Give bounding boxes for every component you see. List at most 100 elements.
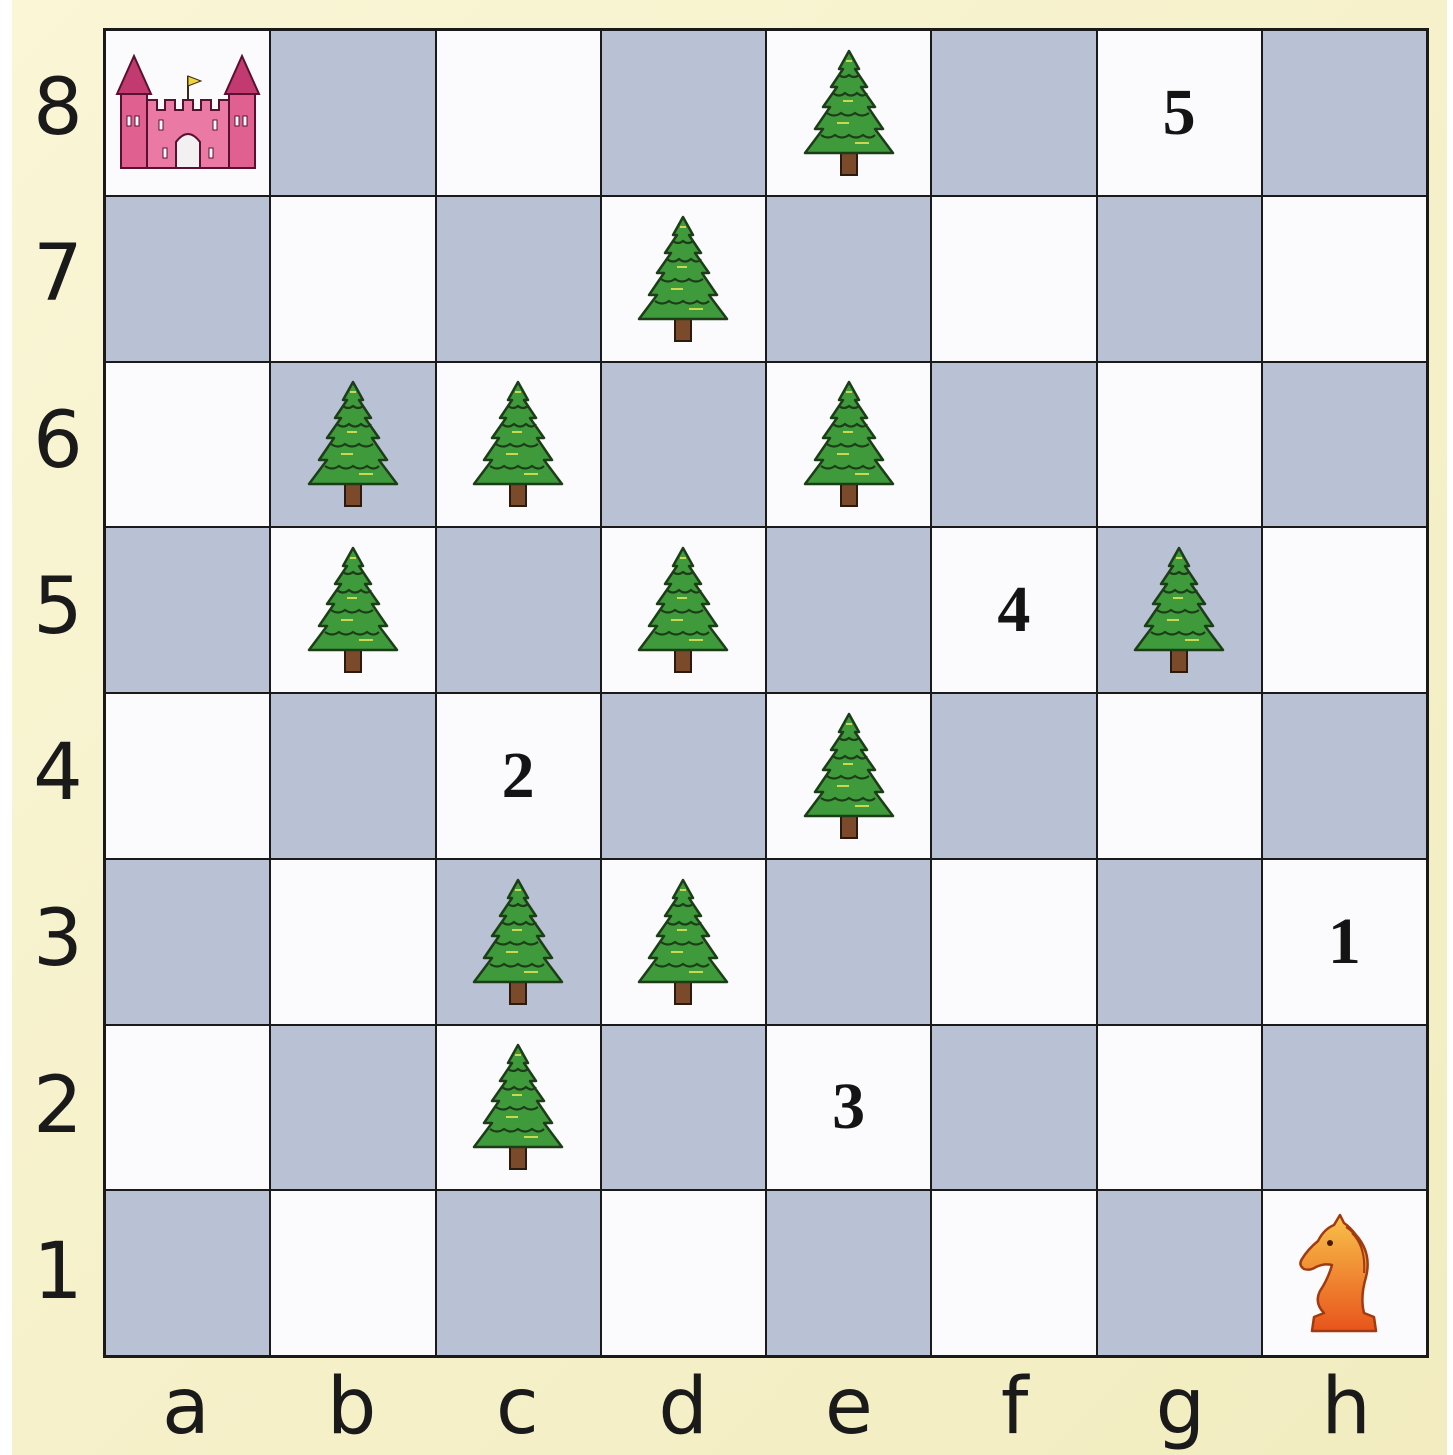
square-d2[interactable] <box>602 1026 765 1190</box>
square-number: 3 <box>832 1074 865 1140</box>
square-c8[interactable] <box>437 31 600 195</box>
file-label-e: e <box>809 1368 889 1446</box>
square-g7[interactable] <box>1098 197 1261 361</box>
square-c7[interactable] <box>437 197 600 361</box>
square-a6[interactable] <box>106 363 269 527</box>
square-c6[interactable] <box>437 363 600 527</box>
square-h8[interactable] <box>1263 31 1426 195</box>
square-f3[interactable] <box>932 860 1095 1024</box>
square-c2[interactable] <box>437 1026 600 1190</box>
square-e2[interactable]: 3 <box>767 1026 930 1190</box>
square-a4[interactable] <box>106 694 269 858</box>
square-e3[interactable] <box>767 860 930 1024</box>
square-e8[interactable] <box>767 31 930 195</box>
left-edge <box>0 0 12 1455</box>
rank-label-3: 3 <box>26 900 90 978</box>
square-f6[interactable] <box>932 363 1095 527</box>
square-number: 2 <box>502 743 535 809</box>
square-h1[interactable] <box>1263 1191 1426 1355</box>
square-a8[interactable] <box>106 31 269 195</box>
tree-icon <box>799 710 899 842</box>
square-c4[interactable]: 2 <box>437 694 600 858</box>
knight-icon <box>1294 1213 1394 1333</box>
square-h3[interactable]: 1 <box>1263 860 1426 1024</box>
square-number: 5 <box>1163 80 1196 146</box>
square-f7[interactable] <box>932 197 1095 361</box>
rank-label-5: 5 <box>26 568 90 646</box>
rank-label-1: 1 <box>26 1233 90 1311</box>
file-label-d: d <box>643 1368 723 1446</box>
square-g8[interactable]: 5 <box>1098 31 1261 195</box>
square-f5[interactable]: 4 <box>932 528 1095 692</box>
rank-label-8: 8 <box>26 69 90 147</box>
square-g4[interactable] <box>1098 694 1261 858</box>
tree-icon <box>468 378 568 510</box>
square-d3[interactable] <box>602 860 765 1024</box>
square-g6[interactable] <box>1098 363 1261 527</box>
square-b8[interactable] <box>271 31 434 195</box>
rank-label-4: 4 <box>26 734 90 812</box>
square-g5[interactable] <box>1098 528 1261 692</box>
file-label-f: f <box>975 1368 1055 1446</box>
tree-icon <box>303 544 403 676</box>
square-b2[interactable] <box>271 1026 434 1190</box>
square-number: 1 <box>1328 909 1361 975</box>
square-b3[interactable] <box>271 860 434 1024</box>
tree-icon <box>633 876 733 1008</box>
file-label-b: b <box>312 1368 392 1446</box>
square-e6[interactable] <box>767 363 930 527</box>
square-b7[interactable] <box>271 197 434 361</box>
square-b1[interactable] <box>271 1191 434 1355</box>
square-d1[interactable] <box>602 1191 765 1355</box>
square-e7[interactable] <box>767 197 930 361</box>
square-a1[interactable] <box>106 1191 269 1355</box>
square-h2[interactable] <box>1263 1026 1426 1190</box>
tree-icon <box>468 1041 568 1173</box>
square-d7[interactable] <box>602 197 765 361</box>
square-d6[interactable] <box>602 363 765 527</box>
square-g3[interactable] <box>1098 860 1261 1024</box>
tree-icon <box>799 47 899 179</box>
square-a5[interactable] <box>106 528 269 692</box>
square-e4[interactable] <box>767 694 930 858</box>
square-c3[interactable] <box>437 860 600 1024</box>
tree-icon <box>633 544 733 676</box>
square-c5[interactable] <box>437 528 600 692</box>
tree-icon <box>799 378 899 510</box>
square-a2[interactable] <box>106 1026 269 1190</box>
file-label-c: c <box>477 1368 557 1446</box>
square-e1[interactable] <box>767 1191 930 1355</box>
square-g2[interactable] <box>1098 1026 1261 1190</box>
square-f1[interactable] <box>932 1191 1095 1355</box>
square-e5[interactable] <box>767 528 930 692</box>
tree-icon <box>633 213 733 345</box>
square-d8[interactable] <box>602 31 765 195</box>
square-f2[interactable] <box>932 1026 1095 1190</box>
square-h4[interactable] <box>1263 694 1426 858</box>
square-f4[interactable] <box>932 694 1095 858</box>
chess-board: 5 4 2 <box>103 28 1429 1358</box>
square-d4[interactable] <box>602 694 765 858</box>
square-h6[interactable] <box>1263 363 1426 527</box>
square-a3[interactable] <box>106 860 269 1024</box>
square-b5[interactable] <box>271 528 434 692</box>
right-edge <box>1447 0 1453 1455</box>
square-g1[interactable] <box>1098 1191 1261 1355</box>
square-b4[interactable] <box>271 694 434 858</box>
file-label-a: a <box>146 1368 226 1446</box>
rank-label-6: 6 <box>26 402 90 480</box>
castle-icon <box>115 54 261 172</box>
tree-icon <box>303 378 403 510</box>
square-number: 4 <box>997 577 1030 643</box>
tree-icon <box>468 876 568 1008</box>
square-b6[interactable] <box>271 363 434 527</box>
square-h7[interactable] <box>1263 197 1426 361</box>
square-a7[interactable] <box>106 197 269 361</box>
rank-label-2: 2 <box>26 1067 90 1145</box>
file-label-h: h <box>1306 1368 1386 1446</box>
square-f8[interactable] <box>932 31 1095 195</box>
square-d5[interactable] <box>602 528 765 692</box>
square-c1[interactable] <box>437 1191 600 1355</box>
tree-icon <box>1129 544 1229 676</box>
square-h5[interactable] <box>1263 528 1426 692</box>
